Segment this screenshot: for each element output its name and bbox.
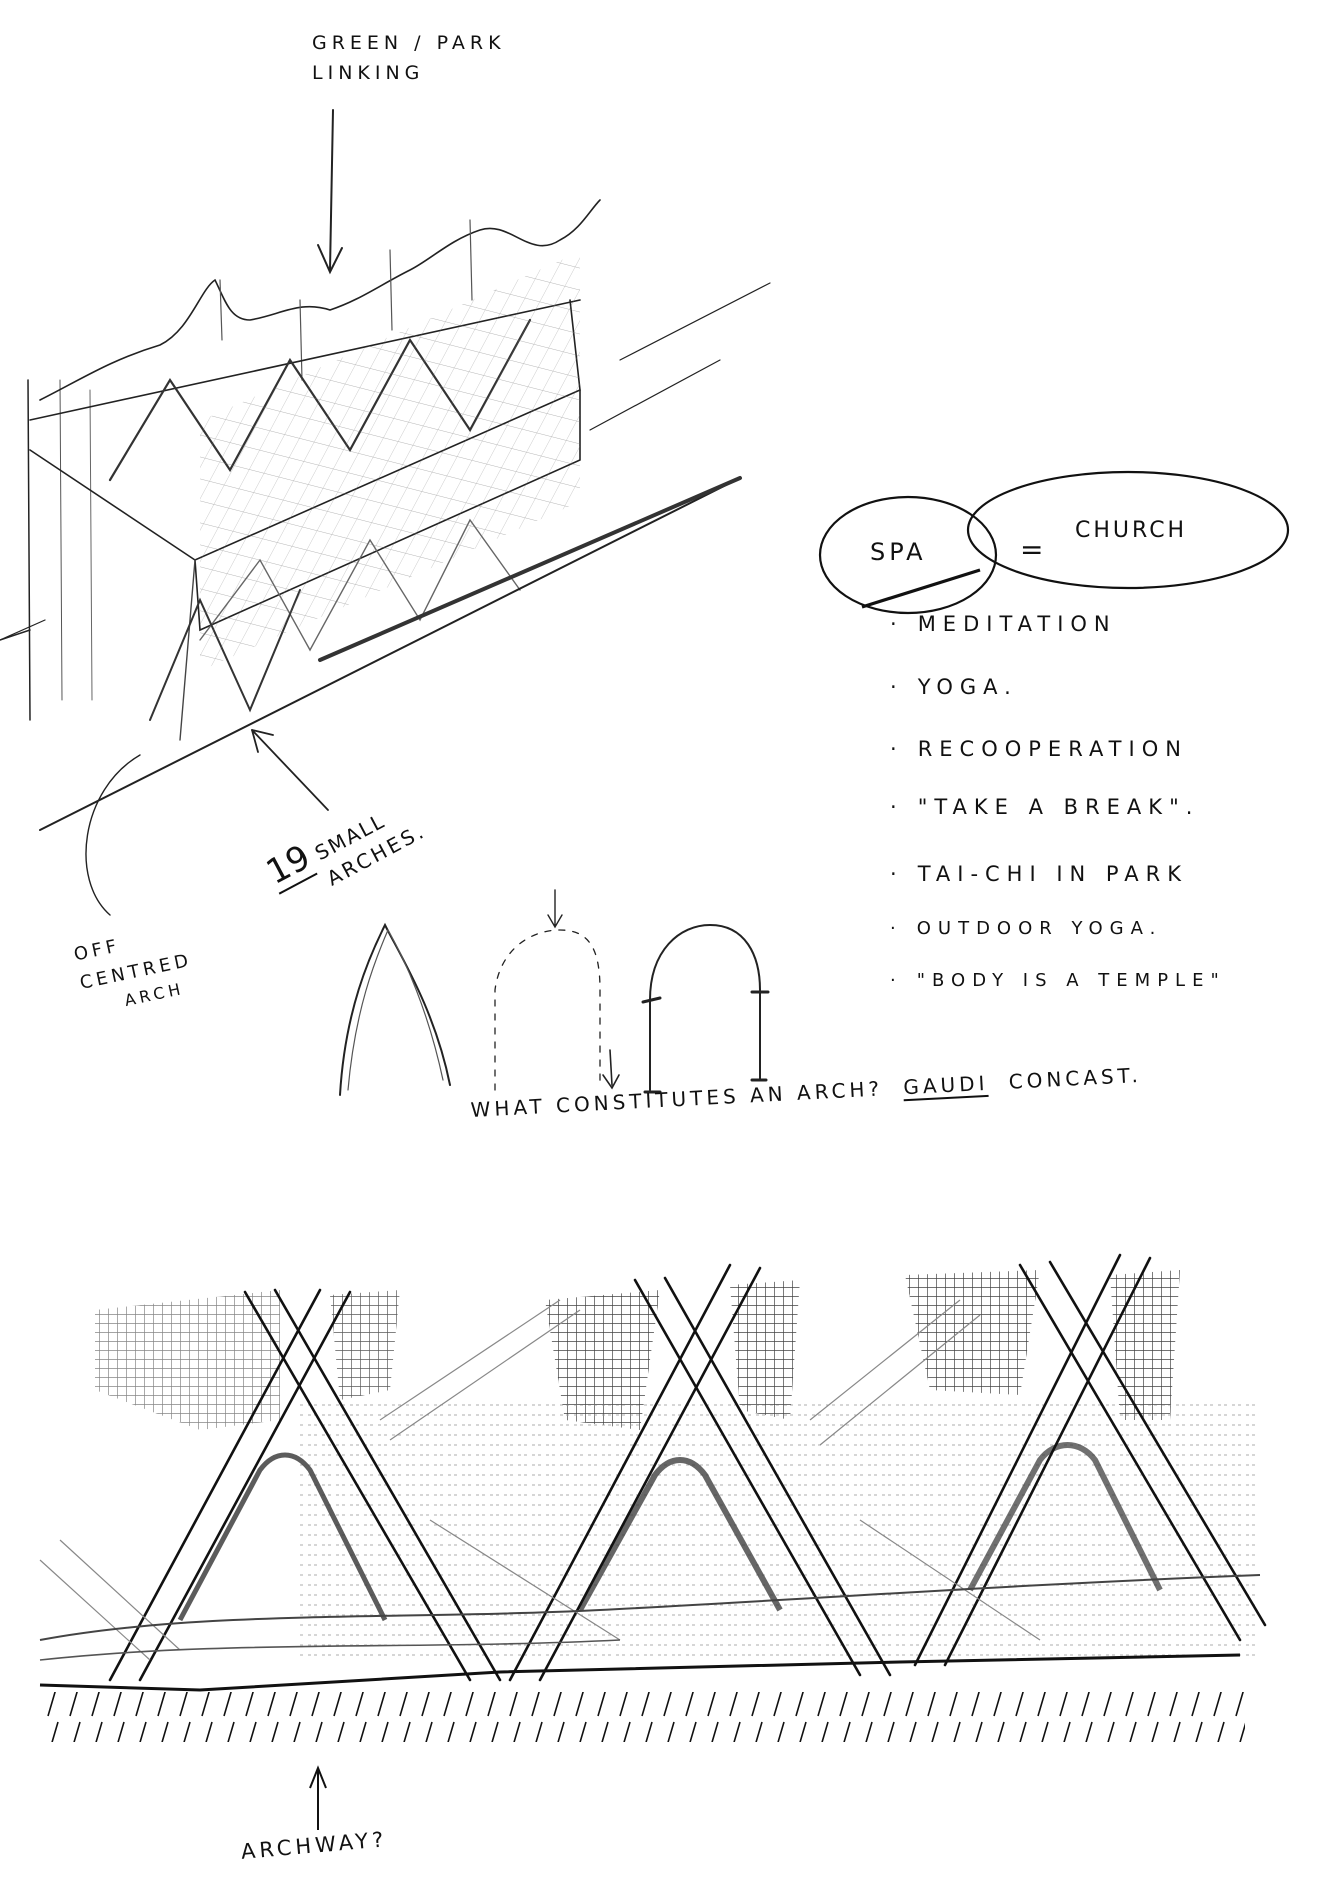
linking-label: LINKING [312,62,425,84]
lattice-archway-elevation [39,1253,1267,1830]
activity-item: ·YOGA. [890,675,1018,699]
gaudi-reference: GAUDI [902,1070,990,1102]
bullet-icon: · [890,970,903,991]
equals-sign: = [1020,533,1050,566]
spa-label: SPA [870,538,927,566]
activity-item: ·OUTDOOR YOGA. [890,918,1163,939]
bullet-icon: · [890,918,903,939]
activity-item: ·"TAKE A BREAK". [890,795,1200,819]
green-park-label: GREEN / PARK [312,32,506,54]
activity-item: ·"BODY IS A TEMPLE" [890,970,1226,991]
equation-circles [818,470,1290,615]
bullet-icon: · [890,612,904,636]
arch-studies [339,889,770,1096]
bullet-icon: · [890,737,904,761]
activity-item: ·MEDITATION [890,612,1117,636]
bullet-icon: · [890,675,904,699]
isometric-building-sketch [0,109,771,916]
bullet-icon: · [890,862,904,886]
activity-item: ·TAI-CHI IN PARK [890,862,1188,886]
bullet-icon: · [890,795,904,819]
church-label: CHURCH [1075,518,1188,543]
activity-item: ·RECOOPERATION [890,737,1188,761]
